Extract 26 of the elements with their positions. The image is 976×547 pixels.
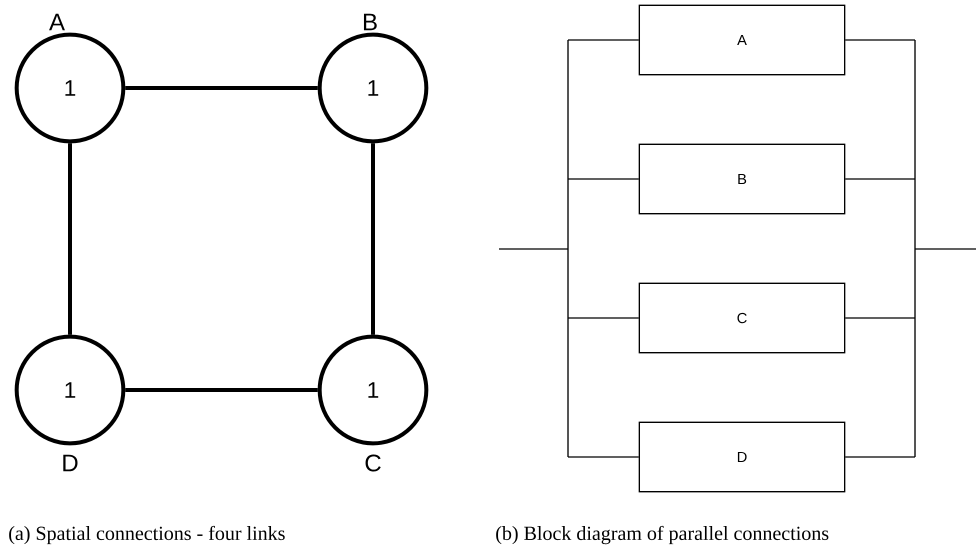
branch-line bbox=[845, 456, 915, 458]
block-box: C bbox=[638, 282, 846, 354]
link-line bbox=[125, 86, 318, 90]
block-box: A bbox=[638, 4, 846, 76]
node-label: C bbox=[366, 454, 381, 472]
branch-line bbox=[568, 39, 639, 41]
caption: (a) Spatial connections - four links bbox=[9, 526, 285, 544]
block-box: D bbox=[638, 422, 846, 492]
caption: (b) Block diagram of parallel connections bbox=[496, 526, 828, 544]
circle-node: 1 bbox=[14, 32, 126, 144]
circle-node: 1 bbox=[318, 334, 428, 446]
branch-line bbox=[845, 39, 915, 41]
circle-node: 1 bbox=[318, 32, 428, 144]
link-line bbox=[371, 143, 375, 335]
link-line bbox=[68, 143, 72, 335]
node-label: D bbox=[63, 454, 78, 472]
branch-line bbox=[845, 178, 915, 180]
block-box: B bbox=[638, 144, 846, 214]
branch-line bbox=[568, 178, 639, 180]
link-line bbox=[125, 388, 318, 392]
node-label: A bbox=[49, 14, 65, 30]
branch-line bbox=[568, 456, 639, 458]
circle-node: 1 bbox=[14, 334, 126, 446]
branch-line bbox=[845, 317, 915, 319]
node-label: B bbox=[364, 14, 377, 30]
branch-line bbox=[568, 317, 639, 319]
